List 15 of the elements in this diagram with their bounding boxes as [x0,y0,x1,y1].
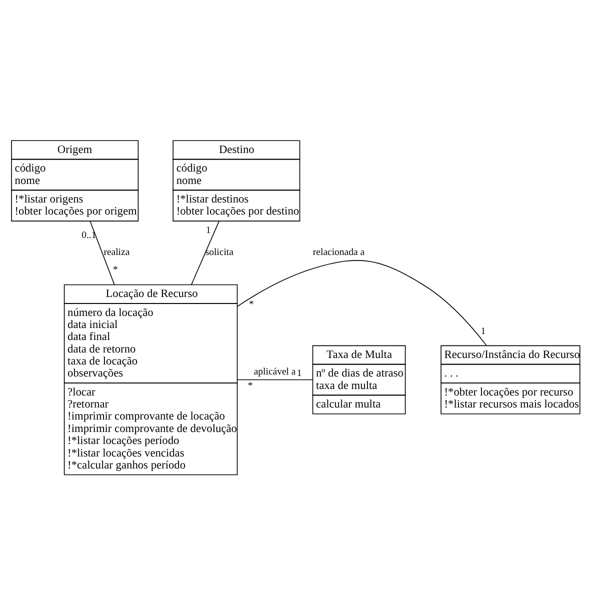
edge-label: aplicável a [254,366,296,378]
connector [191,220,220,286]
connector [236,260,487,346]
label: * [112,264,118,276]
label: 1 [206,224,211,236]
label: 0..1 [82,230,96,241]
edge-label: realiza [104,247,130,258]
edge-label: solicita [205,247,234,258]
label: 1 [480,326,486,337]
label: * [248,380,253,392]
connector [236,379,313,380]
label: * [249,299,254,310]
label: 1 [296,368,302,380]
connector [90,220,115,286]
edge-label: relacionada a [312,247,365,258]
